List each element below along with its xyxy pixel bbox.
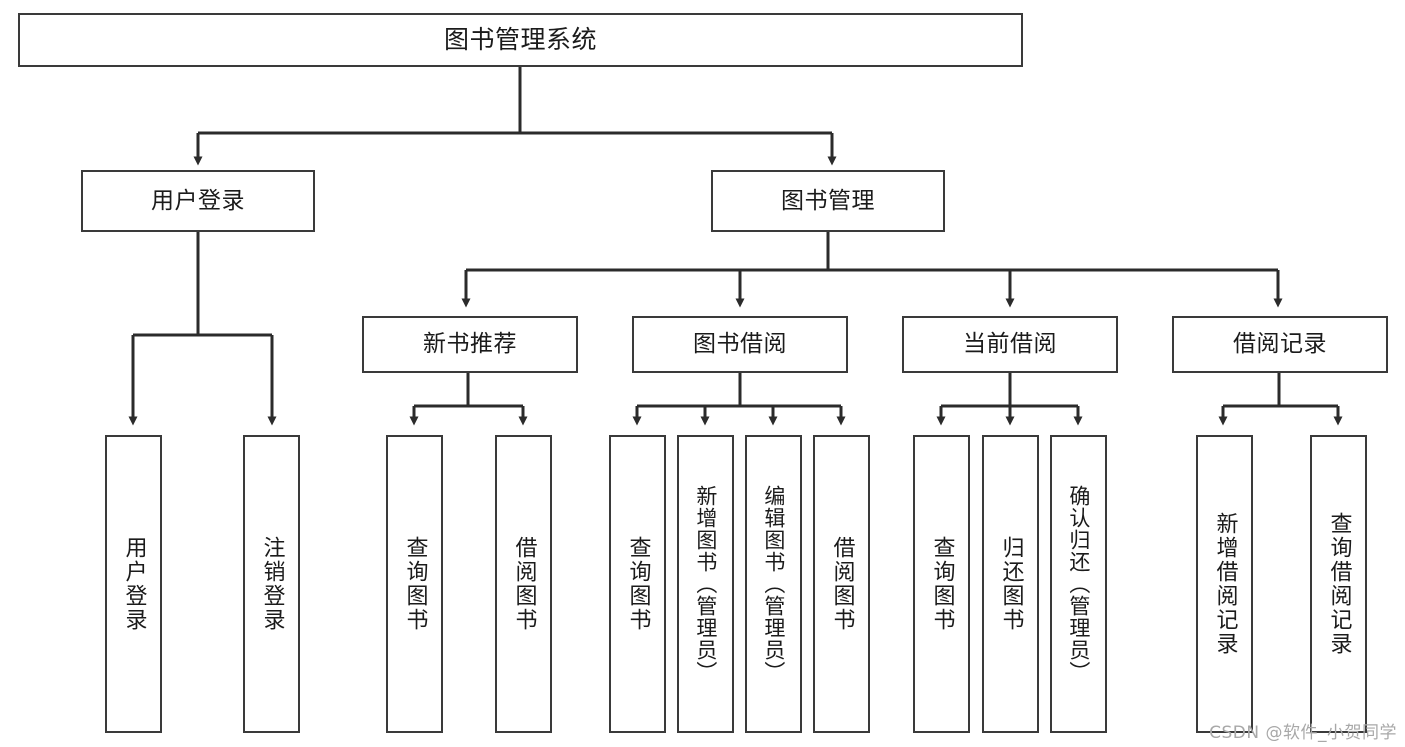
node-borrow-records[interactable]: 借阅记录 — [1172, 316, 1388, 373]
leaf-current-borrow-return[interactable]: 归还图书 — [982, 435, 1039, 733]
node-label: 用户登录 — [151, 187, 245, 214]
leaf-label: 借阅图书 — [829, 536, 855, 632]
leaf-label: 用户登录 — [121, 536, 147, 632]
node-new-book-recommend[interactable]: 新书推荐 — [362, 316, 578, 373]
leaf-book-borrow-borrow[interactable]: 借阅图书 — [813, 435, 870, 733]
leaf-label: 查询图书 — [929, 536, 955, 632]
node-root-book-management-system[interactable]: 图书管理系统 — [18, 13, 1023, 67]
leaf-new-book-borrow[interactable]: 借阅图书 — [495, 435, 552, 733]
node-label: 图书借阅 — [693, 331, 787, 358]
watermark: CSDN @软件_小贺同学 — [1209, 723, 1397, 743]
leaf-label: 编辑图书（管理员） — [761, 485, 786, 683]
leaf-label: 新增图书（管理员） — [693, 485, 718, 683]
leaf-label: 查询图书 — [625, 536, 651, 632]
node-book-borrow[interactable]: 图书借阅 — [632, 316, 848, 373]
leaf-new-book-query[interactable]: 查询图书 — [386, 435, 443, 733]
leaf-label: 查询图书 — [402, 536, 428, 632]
leaf-label: 注销登录 — [259, 536, 285, 632]
node-label: 新书推荐 — [423, 331, 517, 358]
leaf-user-login-logout[interactable]: 注销登录 — [243, 435, 300, 733]
node-current-borrow[interactable]: 当前借阅 — [902, 316, 1118, 373]
leaf-label: 确认归还（管理员） — [1066, 485, 1091, 683]
node-user-login[interactable]: 用户登录 — [81, 170, 315, 232]
leaf-borrow-records-query[interactable]: 查询借阅记录 — [1310, 435, 1367, 733]
node-label: 当前借阅 — [963, 331, 1057, 358]
node-book-management[interactable]: 图书管理 — [711, 170, 945, 232]
leaf-label: 新增借阅记录 — [1212, 512, 1238, 656]
node-label: 图书管理系统 — [443, 25, 597, 55]
leaf-book-borrow-edit-admin[interactable]: 编辑图书（管理员） — [745, 435, 802, 733]
leaf-label: 查询借阅记录 — [1326, 512, 1352, 656]
leaf-book-borrow-query[interactable]: 查询图书 — [609, 435, 666, 733]
leaf-book-borrow-add-admin[interactable]: 新增图书（管理员） — [677, 435, 734, 733]
leaf-borrow-records-add[interactable]: 新增借阅记录 — [1196, 435, 1253, 733]
leaf-current-borrow-query[interactable]: 查询图书 — [913, 435, 970, 733]
leaf-current-borrow-confirm-return-admin[interactable]: 确认归还（管理员） — [1050, 435, 1107, 733]
node-label: 图书管理 — [781, 187, 875, 214]
leaf-label: 归还图书 — [998, 536, 1024, 632]
leaf-label: 借阅图书 — [511, 536, 537, 632]
leaf-user-login-login[interactable]: 用户登录 — [105, 435, 162, 733]
node-label: 借阅记录 — [1233, 331, 1327, 358]
